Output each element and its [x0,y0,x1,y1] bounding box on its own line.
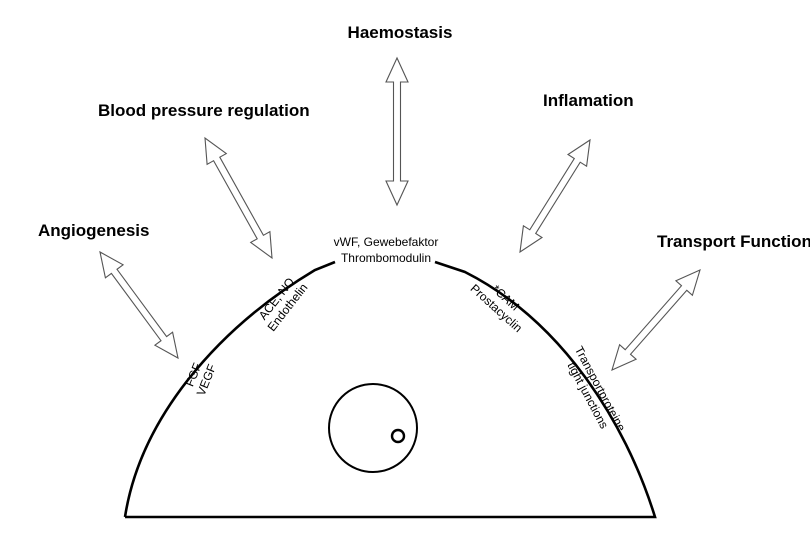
nucleus [328,383,418,473]
arrow-haemostasis [385,56,409,207]
label-angiogenesis: Angiogenesis [38,221,149,240]
molecules-angiogenesis: FGF VEGF [182,361,219,398]
cell-membrane [123,260,657,519]
label-haemostasis: Haemostasis [348,23,453,42]
label-blood-pressure-regulation: Blood pressure regulation [98,101,310,120]
arrow-angiogenesis [99,250,179,360]
arrow-transport-function [611,269,701,371]
molecules-blood-pressure: ACE, NO Endothelin [256,275,311,334]
molecules-haemostasis-line1: vWF, Gewebefaktor [334,235,439,249]
nucleolus [390,428,406,444]
arrows-group [99,56,701,371]
molecules-inflammation: *CAM Prostacyclin [468,281,525,335]
label-inflammation: Inflamation [543,91,634,110]
arrow-blood-pressure [204,136,273,260]
label-transport-function: Transport Function [657,232,810,251]
molecules-haemostasis-line2: Thrombomodulin [341,251,431,265]
arrow-inflammation [519,138,591,254]
